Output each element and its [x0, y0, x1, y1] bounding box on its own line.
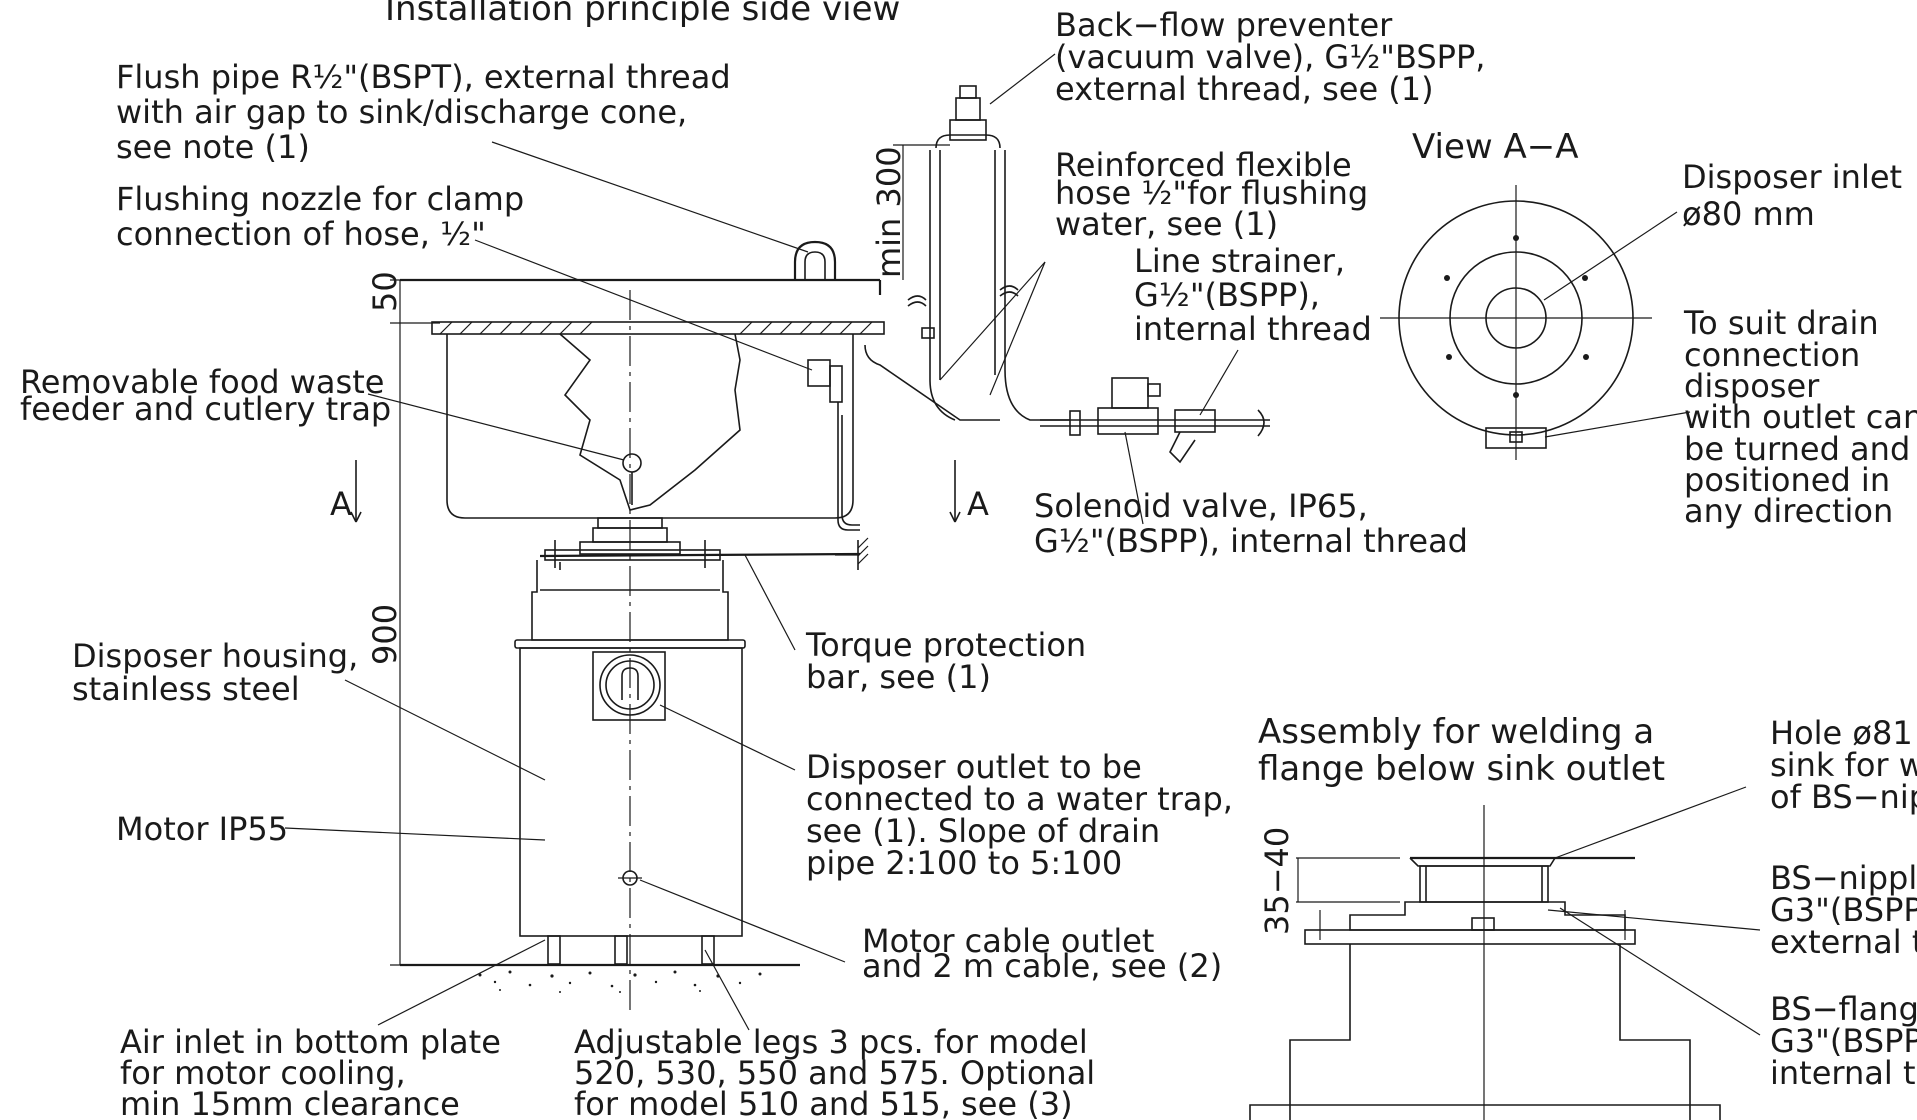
label-line: see note (1) [116, 128, 310, 166]
label-line: Line strainer, [1134, 242, 1345, 280]
dim-min-300: min 300 [870, 146, 908, 278]
label-line: G3"(BSPP [1770, 891, 1917, 929]
label-hole: Hole ø81 sink for w of BS−nip [1770, 714, 1917, 816]
label-line: connected to a water trap, [806, 780, 1233, 818]
label-line: with outlet can [1684, 398, 1917, 436]
label-line: Back−flow preventer [1055, 6, 1393, 44]
label-line: (vacuum valve), G½"BSPP, [1055, 38, 1485, 76]
label-line: external t [1770, 923, 1917, 961]
dimensions: 50 900 min 300 A A [330, 144, 989, 966]
label-line: Air inlet in bottom plate [120, 1023, 501, 1061]
label-line: for model 510 and 515, see (3) [574, 1085, 1073, 1120]
label-line: Disposer outlet to be [806, 748, 1142, 786]
label-cable: Motor cable outlet and 2 m cable, see (2… [862, 922, 1222, 985]
dim-50: 50 [366, 271, 404, 312]
label-line: sink for w [1770, 746, 1917, 784]
label-line: Disposer housing, [72, 637, 358, 675]
section-mark-a-left: A [330, 485, 352, 523]
label-flushing-nozzle: Flushing nozzle for clamp connection of … [116, 180, 524, 253]
label-drain: To suit drain connection disposer with o… [1683, 304, 1917, 530]
label-line: external thread, see (1) [1055, 70, 1434, 108]
floor-texture [478, 970, 762, 993]
label-line: 520, 530, 550 and 575. Optional [574, 1054, 1095, 1092]
label-line: Reinforced flexible [1055, 146, 1352, 184]
label-line: Disposer inlet [1682, 158, 1902, 196]
label-line: min 15mm clearance [120, 1085, 460, 1120]
label-line: connection [1684, 336, 1860, 374]
label-motor: Motor IP55 [116, 810, 288, 848]
label-line: Torque protection [805, 626, 1086, 664]
label-inlet: Disposer inlet ø80 mm [1682, 158, 1902, 233]
label-line: stainless steel [72, 670, 300, 708]
label-line: Removable food waste [20, 363, 384, 401]
label-line: internal th [1770, 1054, 1917, 1092]
label-line: hose ½"for flushing [1055, 174, 1368, 212]
label-line: Assembly for welding a [1258, 712, 1654, 752]
label-housing: Disposer housing, stainless steel [72, 637, 358, 708]
label-line: Flushing nozzle for clamp [116, 180, 524, 218]
side-view-drawing [400, 85, 1270, 1015]
label-air-inlet: Air inlet in bottom plate for motor cool… [120, 1023, 501, 1120]
label-line: Hole ø81 [1770, 714, 1913, 752]
label-hose: Reinforced flexible hose ½"for flushing … [1055, 146, 1368, 243]
label-line: positioned in [1684, 461, 1890, 499]
label-line: connection of hose, ½" [116, 215, 486, 253]
label-outlet: Disposer outlet to be connected to a wat… [806, 748, 1233, 882]
label-torque: Torque protection bar, see (1) [805, 626, 1086, 696]
label-line: disposer [1684, 367, 1820, 405]
label-line: any direction [1684, 492, 1893, 530]
label-line: feeder and cutlery trap [20, 390, 391, 428]
label-line: ø80 mm [1682, 195, 1815, 233]
dim-35-40: 35−40 [1258, 827, 1296, 935]
view-a-a-title: View A−A [1412, 127, 1579, 167]
label-line: flange below sink outlet [1258, 749, 1665, 789]
label-line: with air gap to sink/discharge cone, [116, 93, 687, 131]
label-line: pipe 2:100 to 5:100 [806, 844, 1122, 882]
label-line: G3"(BSPP) [1770, 1022, 1917, 1060]
section-mark-a-right: A [967, 485, 989, 523]
label-solenoid: Solenoid valve, IP65, G½"(BSPP), interna… [1034, 487, 1468, 560]
label-line: G½"(BSPP), internal thread [1034, 522, 1468, 560]
leader-lines [284, 53, 1239, 1031]
label-line: To suit drain [1683, 304, 1879, 342]
label-line: bar, see (1) [806, 658, 991, 696]
label-feeder: Removable food waste feeder and cutlery … [20, 363, 391, 428]
label-legs: Adjustable legs 3 pcs. for model 520, 53… [574, 1023, 1095, 1120]
label-line: BS−flange [1770, 990, 1917, 1028]
label-line: and 2 m cable, see (2) [862, 947, 1222, 985]
label-nipple: BS−nipple G3"(BSPP external t [1770, 859, 1917, 961]
label-line: Flush pipe R½"(BSPT), external thread [116, 58, 731, 96]
label-line: G½"(BSPP), [1134, 276, 1320, 314]
assembly-drawing: 35−40 [1249, 786, 1761, 1120]
label-line: of BS−nip [1770, 778, 1917, 816]
label-line: be turned and [1684, 430, 1910, 468]
label-line: Solenoid valve, IP65, [1034, 487, 1368, 525]
label-assembly-title: Assembly for welding a flange below sink… [1258, 712, 1665, 789]
dim-900: 900 [366, 604, 404, 665]
label-line: BS−nipple [1770, 859, 1917, 897]
label-flange: BS−flange G3"(BSPP) internal th [1770, 990, 1917, 1092]
label-line: see (1). Slope of drain [806, 812, 1160, 850]
view-a-a-drawing [1380, 185, 1691, 460]
label-line: internal thread [1134, 310, 1372, 348]
label-line: Adjustable legs 3 pcs. for model [574, 1023, 1088, 1061]
label-line: for motor cooling, [120, 1054, 406, 1092]
label-backflow: Back−flow preventer (vacuum valve), G½"B… [1055, 6, 1485, 108]
label-flush-pipe: Flush pipe R½"(BSPT), external thread wi… [116, 58, 731, 166]
label-strainer: Line strainer, G½"(BSPP), internal threa… [1134, 242, 1372, 348]
label-line: water, see (1) [1055, 205, 1278, 243]
diagram-title: Installation principle side view [385, 0, 900, 29]
label-line: Motor cable outlet [862, 922, 1154, 960]
